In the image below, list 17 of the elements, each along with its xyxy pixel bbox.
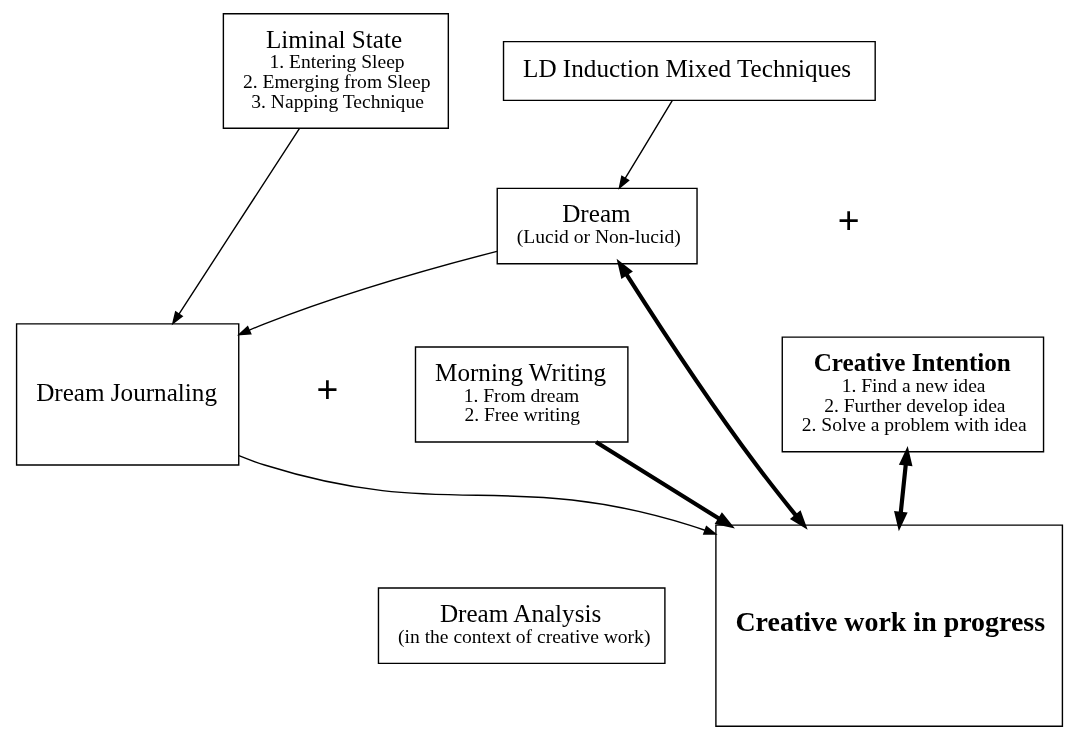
label: + [315, 367, 339, 411]
node-box: Creative Intention 1. Find a new idea 2. Further develop idea 2. Solve a problem with idea [781, 336, 1044, 453]
arrow [236, 250, 498, 336]
arrow [594, 440, 735, 529]
node-box: Creative work in progress [714, 524, 1063, 727]
node-box: Dream (Lucid or Non-lucid) [496, 187, 698, 265]
label: + [836, 199, 860, 243]
node-box: Liminal State 1. Entering Sleep 2. Emerging from Sleep 3. Napping Technique [222, 13, 449, 129]
arrow [617, 100, 673, 190]
node-box: Dream Journaling [15, 323, 239, 466]
node-box: LD Induction Mixed Techniques [502, 40, 876, 102]
node-box: Morning Writing 1. From dream 2. Free writing [414, 346, 629, 443]
node-box: Dream Analysis (in the context of creative work) [377, 587, 666, 665]
arrow [171, 127, 300, 326]
arrow [616, 258, 808, 530]
arrow [893, 446, 912, 532]
arrow [237, 455, 718, 535]
